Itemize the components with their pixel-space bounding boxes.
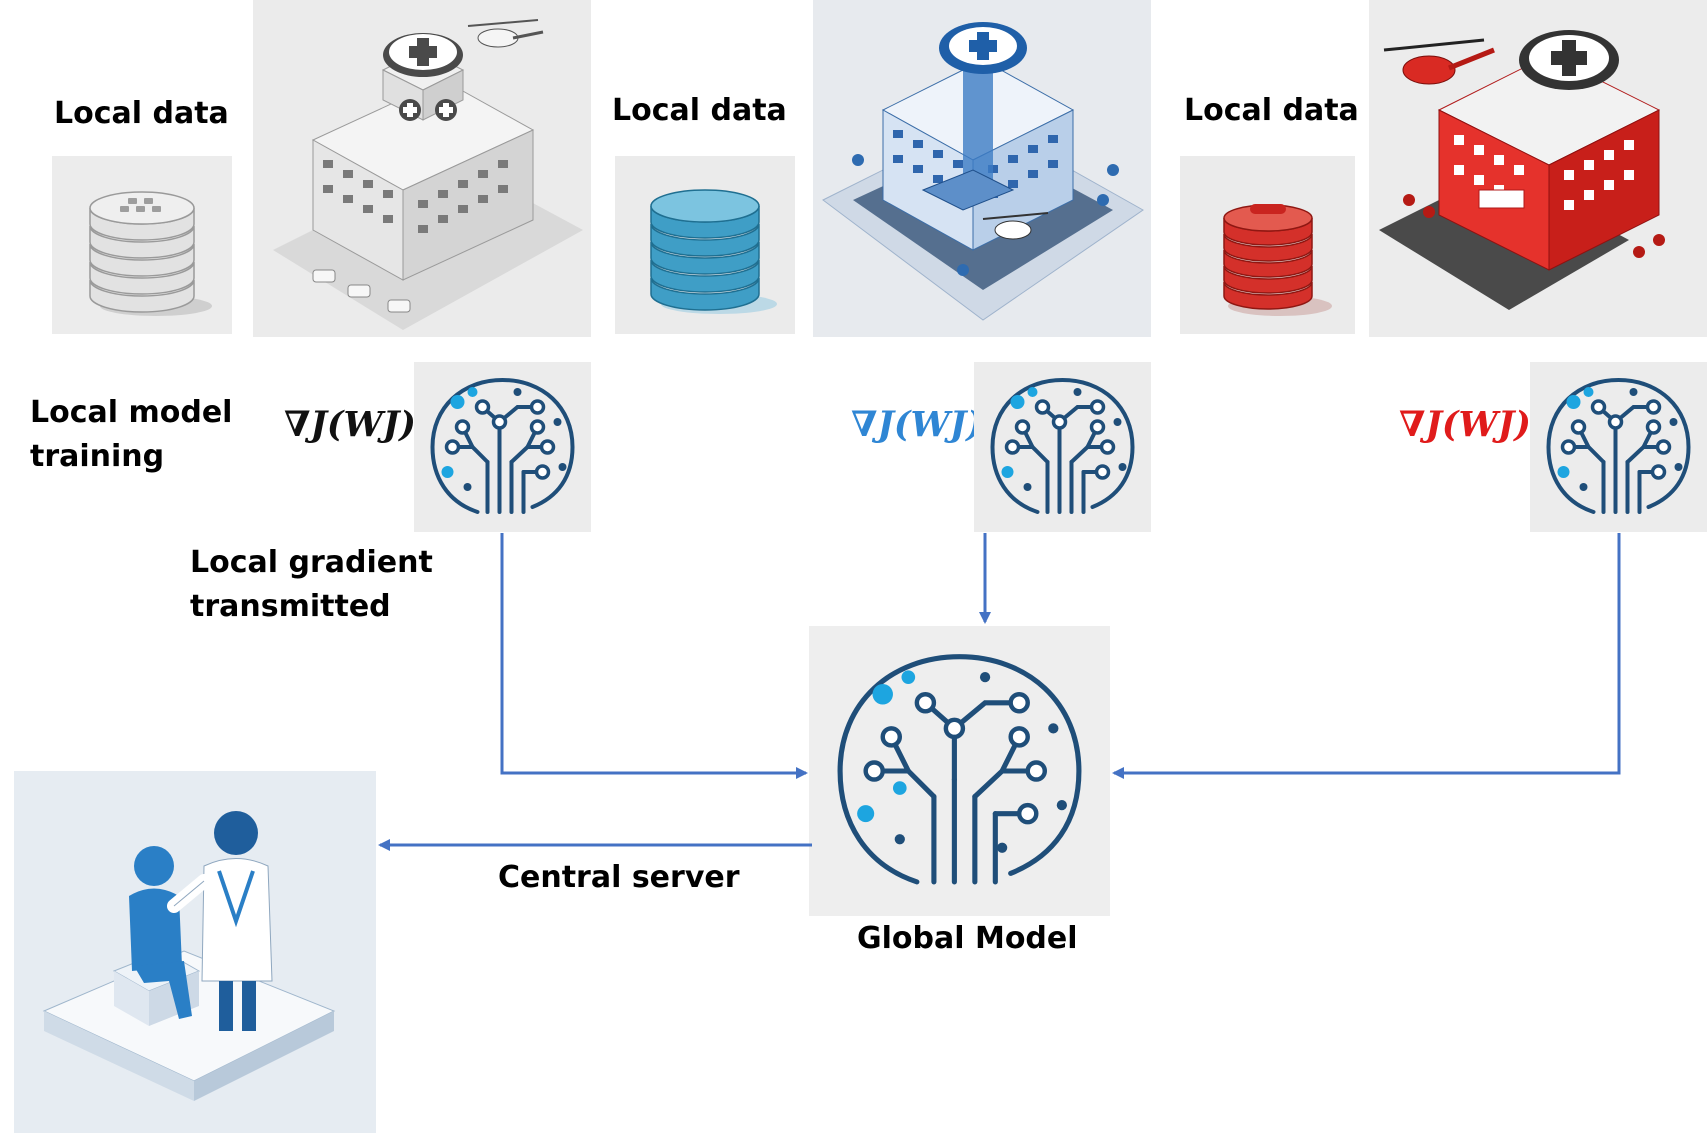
gradient-formula-3: ∇J(WJ) (1399, 404, 1531, 445)
local-data-red-database-icon (1180, 156, 1355, 334)
local-gradient-label-line2: transmitted (190, 589, 391, 624)
local-data-label-2: Local data (612, 93, 787, 128)
hospital-gray-image (253, 0, 591, 337)
global-model-label: Global Model (857, 921, 1078, 956)
local-model-brain-icon-2 (974, 362, 1151, 532)
doctor-patient-image (14, 771, 376, 1133)
hospital-red-image (1369, 0, 1707, 337)
local-model-training-label-line2: training (30, 439, 165, 474)
local-gradient-label-line1: Local gradient (190, 545, 433, 580)
global-model-brain-icon (809, 626, 1110, 916)
local-model-brain-icon-1 (414, 362, 591, 532)
local-model-training-label-line1: Local model (30, 395, 233, 430)
gradient-arrow-left (500, 533, 808, 779)
local-model-brain-icon-3 (1530, 362, 1707, 532)
gradient-arrow-right (1112, 533, 1621, 779)
gradient-formula-1: ∇J(WJ) (284, 404, 416, 445)
gradient-formula-2: ∇J(WJ) (851, 404, 983, 445)
local-data-label-1: Local data (54, 96, 229, 131)
local-data-gray-database-icon (52, 156, 232, 334)
central-server-label: Central server (498, 860, 740, 895)
local-data-label-3: Local data (1184, 93, 1359, 128)
hospital-blue-image (813, 0, 1151, 337)
local-data-blue-database-icon (615, 156, 795, 334)
